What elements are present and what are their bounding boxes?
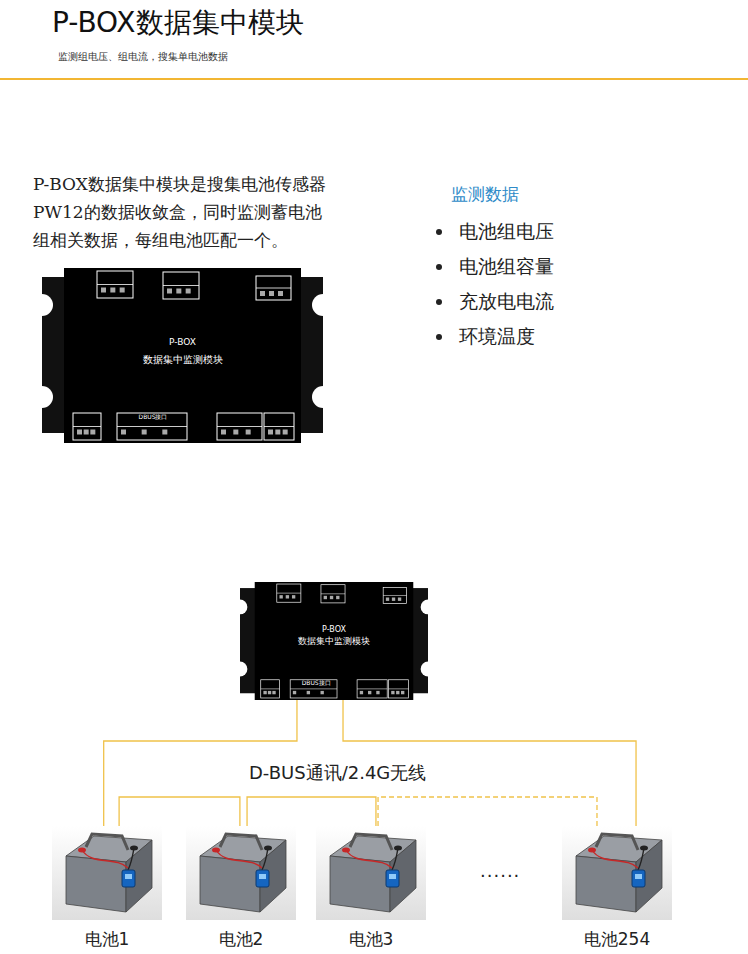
port-label: DBUS接口 <box>302 680 331 687</box>
intro-paragraph: P-BOX数据集中模块是搜集电池传感器PW12的数据收敛盒，同时监测蓄电池组相关… <box>33 170 333 254</box>
bus-label: D-BUS通讯/2.4G无线 <box>247 761 428 785</box>
ellipsis: ...... <box>480 860 520 881</box>
bullet-item: 环境温度 <box>459 324 535 350</box>
header-rule <box>0 78 748 80</box>
subtitle: 监测组电压、组电流，搜集单电池数据 <box>58 50 228 64</box>
device-subtitle: 数据集中监测模块 <box>298 637 370 647</box>
battery-illustration <box>186 826 296 920</box>
device-subtitle: 数据集中监测模块 <box>143 354 223 365</box>
bullet-dots <box>436 229 442 340</box>
battery-caption: 电池254 <box>562 928 672 951</box>
battery-caption: 电池3 <box>316 928 426 951</box>
battery-node: 电池2 <box>186 826 296 950</box>
device-name: P-BOX <box>169 338 196 348</box>
battery-illustration <box>562 826 672 920</box>
battery-illustration <box>52 826 162 920</box>
battery-node: 电池1 <box>52 826 162 950</box>
page-title: P-BOX数据集中模块 <box>52 4 304 42</box>
bullet-item: 电池组电压 <box>459 219 554 245</box>
battery-caption: 电池1 <box>52 928 162 951</box>
battery-illustration <box>316 826 426 920</box>
bullet-item: 电池组容量 <box>459 254 554 280</box>
device-box: P-BOX 数据集中监测模块 DBUS接口 <box>240 582 428 700</box>
section-heading: 监测数据 <box>451 183 519 206</box>
battery-caption: 电池2 <box>186 928 296 951</box>
port-label: DBUS接口 <box>139 414 168 421</box>
battery-node: 电池254 <box>562 826 672 950</box>
bus-wire <box>247 797 376 826</box>
bus-wire <box>378 797 597 826</box>
bullet-item: 充放电电流 <box>459 289 554 315</box>
battery-node: 电池3 <box>316 826 426 950</box>
bus-wire <box>119 797 240 826</box>
device-name: P-BOX <box>322 626 346 635</box>
device-box: P-BOX 数据集中监测模块 DBUS接口 <box>42 268 323 443</box>
